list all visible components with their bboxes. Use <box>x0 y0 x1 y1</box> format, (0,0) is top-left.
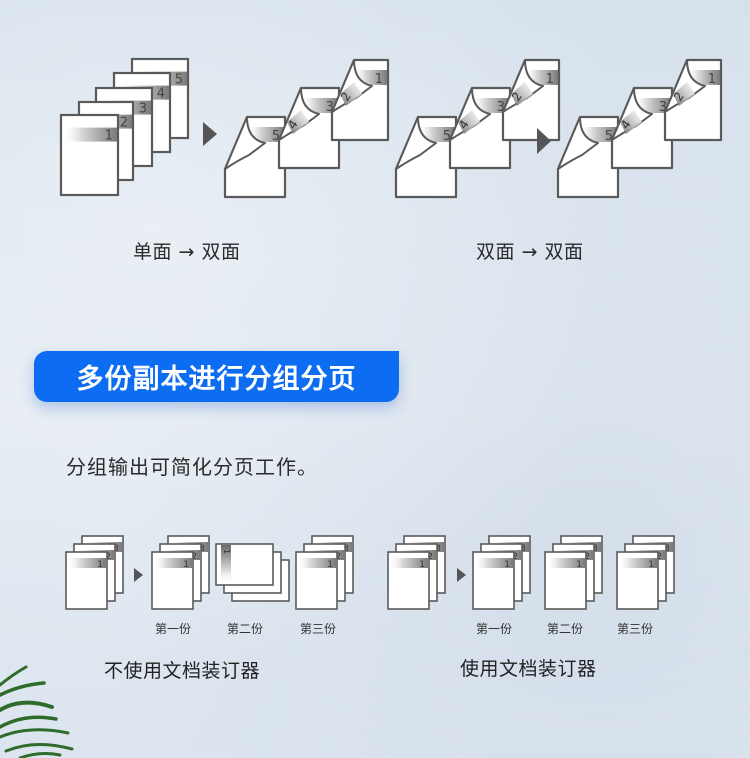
duplex-sheet: 5 <box>556 115 620 199</box>
page-number: 1 <box>648 560 654 570</box>
page-number: 1 <box>183 560 189 570</box>
play-triangle-icon <box>457 568 466 582</box>
without-stapler-copy-1: 321 <box>151 535 210 610</box>
copy-label-3: 第三份 <box>300 622 337 636</box>
page-number: 2 <box>335 552 341 562</box>
sheet: 1 <box>616 551 659 610</box>
page-number: 1 <box>504 560 510 570</box>
duplex-sheet: 12 <box>330 58 390 142</box>
page-number: 5 <box>175 73 183 88</box>
section-banner: 多份副本进行分组分页 <box>34 351 399 402</box>
play-triangle-icon <box>203 122 217 146</box>
sheet: 1 <box>295 551 338 610</box>
with-stapler-copy-2: 321 <box>544 535 603 610</box>
without-stapler-source: 321 <box>65 535 124 610</box>
front-page-number: 5 <box>443 129 451 144</box>
sheet: 1 <box>472 551 515 610</box>
play-triangle-icon <box>134 568 143 582</box>
without-stapler-copy-3: 321 <box>295 535 354 610</box>
with-stapler-copy-3: 321 <box>616 535 675 610</box>
section-subtitle: 分组输出可简化分页工作。 <box>66 455 318 479</box>
page-number: 2 <box>512 552 518 562</box>
page-number: 3 <box>435 544 441 554</box>
front-page-number: 1 <box>708 72 716 87</box>
page-number: 2 <box>584 552 590 562</box>
copy-label-1: 第一份 <box>155 622 192 636</box>
duplex-sheet: 34 <box>610 86 674 170</box>
sheet: 1 <box>65 551 108 610</box>
page-number: 2 <box>191 552 197 562</box>
front-page-number: 3 <box>497 100 505 115</box>
with-stapler-copy-1: 321 <box>472 535 531 610</box>
page-number: 3 <box>199 544 205 554</box>
front-page-number: 1 <box>375 72 383 87</box>
page-number: 2 <box>120 116 128 131</box>
page-number: 1 <box>327 560 333 570</box>
front-page-number: 1 <box>546 72 554 87</box>
page-number: 4 <box>157 87 165 102</box>
duplex-sheet: 12 <box>663 58 723 142</box>
plant-leaves-icon <box>0 665 74 758</box>
sheet: 1 <box>215 543 274 586</box>
with-stapler-caption: 使用文档装订器 <box>460 658 597 680</box>
duplex-sheet: 34 <box>448 86 512 170</box>
with-stapler-source: 321 <box>387 535 446 610</box>
copy-label-2: 第二份 <box>227 622 264 636</box>
page-number: 2 <box>105 552 111 562</box>
page-number: 3 <box>520 544 526 554</box>
without-stapler-caption: 不使用文档装订器 <box>104 660 261 682</box>
page-number: 1 <box>105 129 113 144</box>
copy-label-2: 第二份 <box>547 622 584 636</box>
front-page-number: 3 <box>659 100 667 115</box>
duplex-sheet: 5 <box>223 115 287 199</box>
sheet: 1 <box>59 113 120 197</box>
banner-title: 多份副本进行分组分页 <box>76 364 357 395</box>
page-number: 3 <box>664 544 670 554</box>
copy-label-3: 第三份 <box>617 622 654 636</box>
sheet: 1 <box>544 551 587 610</box>
page-number: 3 <box>113 544 119 554</box>
page-number: 2 <box>427 552 433 562</box>
sheet: 1 <box>387 551 430 610</box>
page-number: 3 <box>139 102 147 117</box>
page-number: 3 <box>343 544 349 554</box>
duplex-sheet: 5 <box>394 115 458 199</box>
sheet: 1 <box>151 551 194 610</box>
front-page-number: 5 <box>272 129 280 144</box>
page-number: 1 <box>419 560 425 570</box>
play-triangle-icon <box>537 128 551 154</box>
duplex-to-duplex-label: 双面 → 双面 <box>476 241 584 263</box>
front-page-number: 3 <box>326 100 334 115</box>
page-number: 1 <box>97 560 103 570</box>
page-number: 1 <box>576 560 582 570</box>
front-page-number: 5 <box>605 129 613 144</box>
single-to-duplex-label: 单面 → 双面 <box>133 241 241 263</box>
page-number: 3 <box>592 544 598 554</box>
duplex-sheet: 34 <box>277 86 341 170</box>
copy-label-1: 第一份 <box>476 622 513 636</box>
duplex-sheet: 12 <box>501 58 561 142</box>
without-stapler-copy-2: 321 <box>215 543 290 602</box>
page-number: 1 <box>222 549 231 554</box>
page-number: 2 <box>656 552 662 562</box>
